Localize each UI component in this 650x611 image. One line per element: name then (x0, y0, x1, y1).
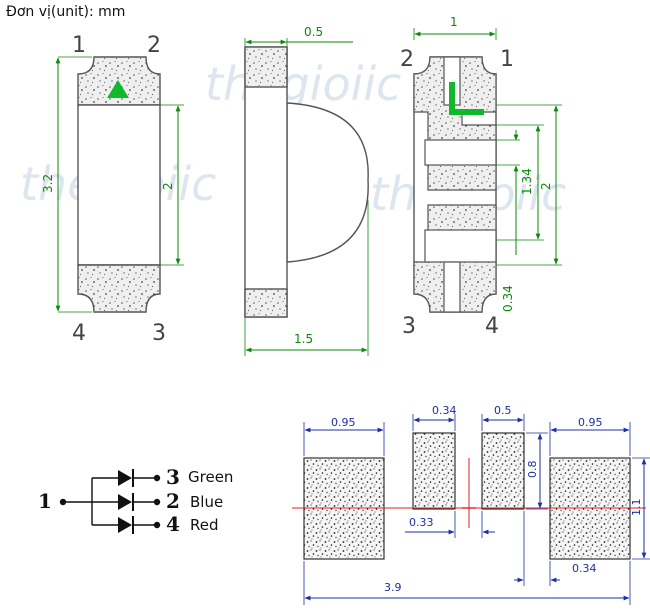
top-view: 1 2 4 3 3.2 2 (41, 33, 184, 346)
dimension-label: 0.34 (432, 404, 457, 417)
dimension-label: 1.1 (630, 499, 643, 517)
unit-label: Đơn vị(unit): mm (6, 4, 126, 20)
dimension-label: 0.34 (572, 562, 597, 575)
dimension-label: 0.34 (501, 285, 515, 312)
pin-label: 1 (72, 33, 86, 58)
dimension-label: 0.95 (578, 416, 603, 429)
pin-label: 3 (152, 321, 166, 346)
diode-icon (118, 494, 132, 510)
pin-label: 2 (147, 33, 161, 58)
pad (481, 432, 525, 510)
pin-label: 2 (400, 47, 414, 72)
pin-label: 3 (402, 314, 416, 339)
dimension-label: 3.9 (384, 581, 402, 594)
top-view-lens-area (77, 104, 161, 266)
dimension-label: 0.5 (494, 404, 512, 417)
side-view-pad-top (244, 46, 288, 88)
side-view-body (244, 46, 288, 318)
polarity-triangle-icon (107, 80, 129, 98)
top-view-body-bottom (77, 264, 161, 313)
dimension-label: 0.33 (409, 516, 434, 529)
polarity-corner-icon (449, 82, 484, 115)
diode-icon (118, 517, 132, 533)
pad (412, 432, 456, 510)
channel-color-label: Green (188, 468, 233, 486)
pin-node (153, 498, 161, 506)
pin-label: 4 (485, 314, 499, 339)
channel-color-label: Red (190, 516, 219, 534)
channel-pin-label: 4 (166, 512, 180, 536)
channel-color-label: Blue (190, 493, 223, 511)
dimension-label: 0.95 (331, 416, 356, 429)
dimension-label: 1.34 (520, 168, 534, 195)
schematic: 1 3 Green 2 Blue 4 Red (38, 465, 233, 536)
channel-pin-label: 2 (166, 489, 180, 513)
dimension-label: 2 (161, 182, 175, 190)
pin-node (153, 474, 161, 482)
side-view: 0.5 1.5 (244, 25, 369, 356)
bottom-view: 2 1 3 4 1 1.34 2 0.34 (400, 15, 562, 339)
pin-label: 4 (72, 321, 86, 346)
common-pin-label: 1 (38, 489, 52, 513)
dimension-label: 3.2 (41, 174, 55, 193)
dimension-label: 0.8 (526, 461, 539, 479)
dimension-label: 1.5 (294, 332, 313, 346)
dimension-label: 1 (450, 15, 458, 29)
watermark: thegioiic (205, 57, 401, 111)
footprint: 0.95 0.34 0.5 0.95 0.33 0.8 1.1 (292, 404, 650, 605)
dimension-label: 2 (539, 182, 553, 190)
pin-label: 1 (500, 47, 514, 72)
channel-pin-label: 3 (166, 465, 180, 489)
side-view-pad-bottom (244, 288, 288, 318)
side-view-dome (286, 102, 369, 263)
dimension-label: 0.5 (304, 25, 323, 39)
diode-icon (118, 470, 132, 486)
bottom-view-gap (424, 139, 497, 166)
pin-node (153, 521, 161, 529)
